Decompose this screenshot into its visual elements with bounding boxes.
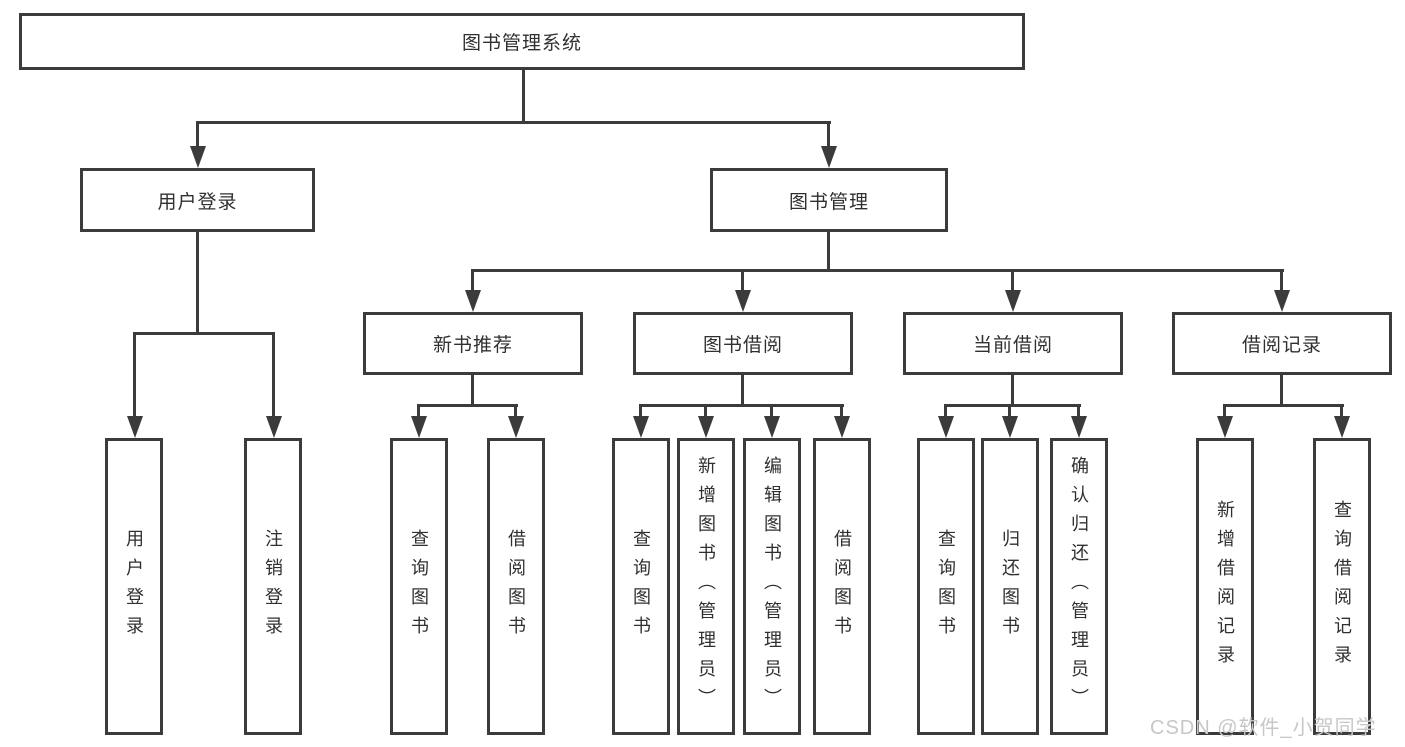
connector-line xyxy=(522,70,525,123)
node-user-login: 用户登录 xyxy=(80,168,315,232)
node-root: 图书管理系统 xyxy=(19,13,1025,70)
connector-line xyxy=(770,404,773,416)
node-leaf-add-borrow-record: 新增借阅记录 xyxy=(1196,438,1254,735)
connector-line xyxy=(471,269,1284,272)
connector-line xyxy=(417,404,518,407)
connector-line xyxy=(272,332,275,416)
arrowhead-icon xyxy=(1334,416,1350,438)
node-label: 借阅图书 xyxy=(506,528,526,645)
arrowhead-icon xyxy=(190,146,206,168)
arrowhead-icon xyxy=(411,416,427,438)
node-label: 归还图书 xyxy=(1000,528,1020,645)
connector-line xyxy=(1011,269,1014,290)
connector-line xyxy=(471,375,474,407)
arrowhead-icon xyxy=(1217,416,1233,438)
connector-line xyxy=(196,121,199,146)
connector-line xyxy=(1223,404,1226,416)
node-label: 新增图书（管理员） xyxy=(696,456,716,717)
connector-line xyxy=(133,332,275,335)
arrowhead-icon xyxy=(1274,290,1290,312)
node-leaf-borrow-book-b: 借阅图书 xyxy=(813,438,871,735)
node-leaf-query-book-c: 查询图书 xyxy=(917,438,975,735)
arrowhead-icon xyxy=(127,416,143,438)
connector-line xyxy=(704,404,707,416)
node-current-borrowing: 当前借阅 xyxy=(903,312,1123,375)
arrowhead-icon xyxy=(938,416,954,438)
connector-line xyxy=(471,269,474,290)
node-label: 查询图书 xyxy=(936,528,956,645)
connector-line xyxy=(1280,269,1283,290)
arrowhead-icon xyxy=(1005,290,1021,312)
node-leaf-borrow-book-a: 借阅图书 xyxy=(487,438,545,735)
node-leaf-logout: 注销登录 xyxy=(244,438,302,735)
connector-line xyxy=(639,404,844,407)
node-book-management: 图书管理 xyxy=(710,168,948,232)
connector-line xyxy=(741,269,744,290)
node-label: 查询图书 xyxy=(409,528,429,645)
arrowhead-icon xyxy=(735,290,751,312)
connector-line xyxy=(1280,375,1283,407)
node-leaf-confirm-return-admin: 确认归还（管理员） xyxy=(1050,438,1108,735)
node-book-borrowing: 图书借阅 xyxy=(633,312,853,375)
node-label: 注销登录 xyxy=(263,528,283,645)
node-leaf-edit-book-admin: 编辑图书（管理员） xyxy=(743,438,801,735)
connector-line xyxy=(944,404,947,416)
node-label: 查询借阅记录 xyxy=(1332,499,1352,674)
arrowhead-icon xyxy=(633,416,649,438)
arrowhead-icon xyxy=(465,290,481,312)
connector-line xyxy=(944,404,1081,407)
connector-line xyxy=(1077,404,1080,416)
node-leaf-return-book: 归还图书 xyxy=(981,438,1039,735)
connector-line xyxy=(417,404,420,416)
csdn-watermark: CSDN @软件_小贺同学 xyxy=(1150,717,1377,739)
node-label: 借阅图书 xyxy=(832,528,852,645)
connector-line xyxy=(196,121,831,124)
arrowhead-icon xyxy=(266,416,282,438)
node-leaf-query-book-a: 查询图书 xyxy=(390,438,448,735)
connector-line xyxy=(133,332,136,416)
arrowhead-icon xyxy=(834,416,850,438)
connector-line xyxy=(639,404,642,416)
arrowhead-icon xyxy=(698,416,714,438)
node-new-book-recommend: 新书推荐 xyxy=(363,312,583,375)
node-leaf-query-book-b: 查询图书 xyxy=(612,438,670,735)
connector-line xyxy=(1223,404,1344,407)
arrowhead-icon xyxy=(508,416,524,438)
node-label: 确认归还（管理员） xyxy=(1069,456,1089,717)
connector-line xyxy=(1008,404,1011,416)
arrowhead-icon xyxy=(821,146,837,168)
connector-line xyxy=(741,375,744,407)
node-leaf-query-borrow-record: 查询借阅记录 xyxy=(1313,438,1371,735)
node-label: 新增借阅记录 xyxy=(1215,499,1235,674)
arrowhead-icon xyxy=(1002,416,1018,438)
arrowhead-icon xyxy=(764,416,780,438)
node-label: 编辑图书（管理员） xyxy=(762,456,782,717)
connector-line xyxy=(827,232,830,272)
arrowhead-icon xyxy=(1071,416,1087,438)
connector-line xyxy=(840,404,843,416)
connector-line xyxy=(196,232,199,335)
connector-line xyxy=(1011,375,1014,407)
node-leaf-add-book-admin: 新增图书（管理员） xyxy=(677,438,735,735)
node-borrowing-records: 借阅记录 xyxy=(1172,312,1392,375)
node-leaf-user-login: 用户登录 xyxy=(105,438,163,735)
node-label: 查询图书 xyxy=(631,528,651,645)
connector-line xyxy=(1340,404,1343,416)
connector-line xyxy=(827,121,830,146)
connector-line xyxy=(514,404,517,416)
node-label: 用户登录 xyxy=(124,528,144,645)
